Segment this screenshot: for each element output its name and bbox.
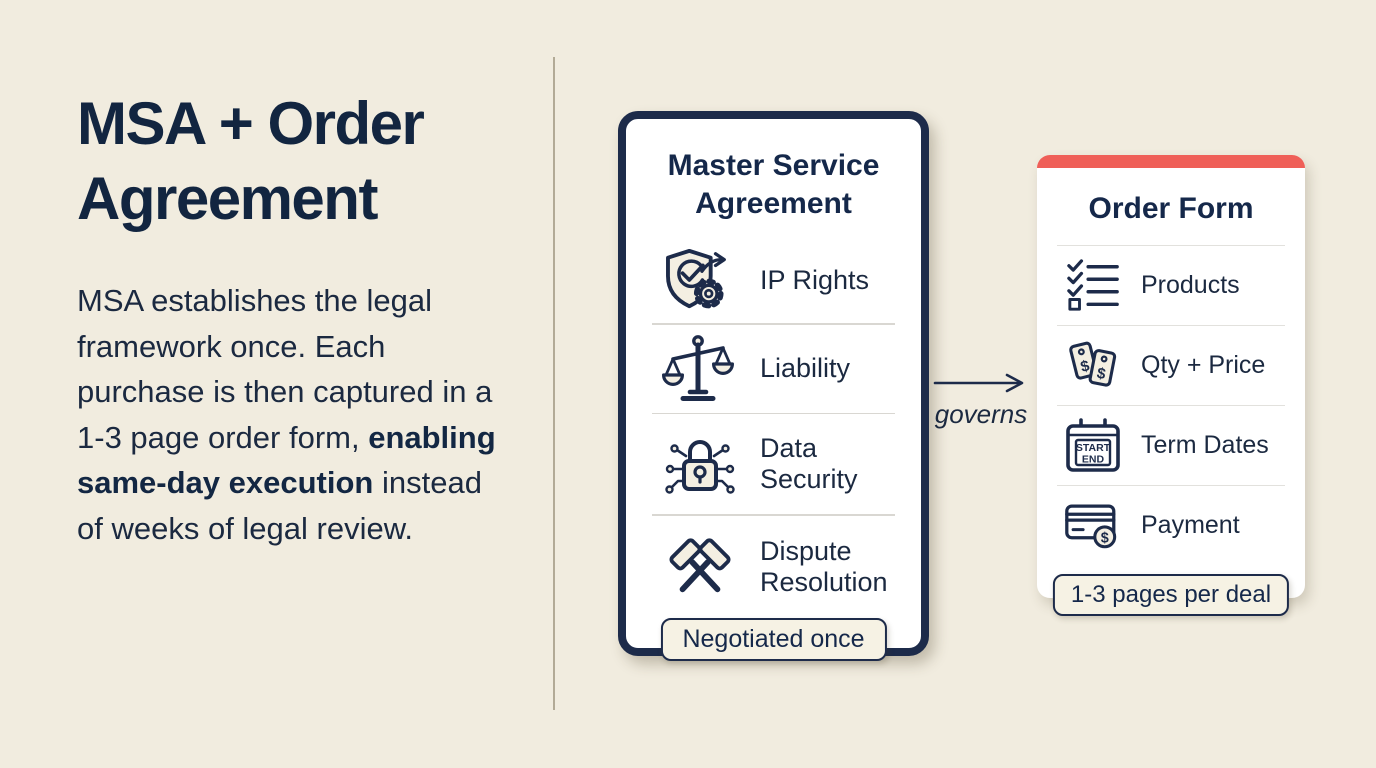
- order-row-divider: [1057, 405, 1285, 406]
- msa-item-label: Dispute Resolution: [760, 535, 888, 597]
- checklist-icon: [1065, 258, 1121, 314]
- shield-check-gear-icon: [660, 247, 740, 313]
- governs-label: governs: [934, 399, 1028, 429]
- order-row-divider: [1057, 245, 1285, 246]
- left-panel: MSA + Order Agreement MSA establishes th…: [77, 86, 517, 551]
- msa-item-label: Liability: [760, 353, 851, 383]
- order-form-card: Order Form Products $: [1037, 155, 1305, 616]
- description-part-1: MSA establishes the legal framework once…: [77, 283, 493, 455]
- msa-row-divider: [652, 412, 895, 414]
- order-item-label: Payment: [1141, 511, 1240, 539]
- order-card-title: Order Form: [1088, 192, 1254, 225]
- governs-arrow-icon: [933, 373, 1024, 393]
- msa-item-list: IP Rights Liability: [626, 237, 921, 618]
- scales-icon: [660, 334, 740, 404]
- credit-card-icon: $: [1065, 500, 1121, 552]
- order-item-products: Products: [1037, 246, 1305, 325]
- calendar-start-text: START: [1076, 442, 1111, 454]
- msa-card-title: Master Service Agreement: [667, 149, 880, 220]
- msa-item-dispute-resolution: Dispute Resolution: [626, 516, 921, 618]
- msa-item-liability: Liability: [626, 325, 921, 413]
- order-item-payment: $ Payment: [1037, 486, 1305, 565]
- msa-item-data-security: Data Security: [626, 414, 921, 514]
- padlock-circuit-icon: [660, 431, 740, 497]
- order-card-accent-bar: [1037, 155, 1305, 168]
- msa-item-label: Data Security: [760, 433, 858, 494]
- calendar-end-text: END: [1082, 453, 1105, 465]
- order-row-divider: [1057, 485, 1285, 486]
- msa-item-ip-rights: IP Rights: [626, 237, 921, 323]
- tag-dollar-text: $: [1095, 364, 1107, 382]
- msa-badge: Negotiated once: [660, 618, 887, 661]
- order-item-label: Products: [1141, 271, 1240, 299]
- order-item-term-dates: START END Term Dates: [1037, 406, 1305, 485]
- description-text: MSA establishes the legal framework once…: [77, 278, 497, 551]
- msa-item-label: IP Rights: [760, 264, 870, 295]
- description-part-2: instead of weeks of legal review.: [77, 465, 482, 546]
- order-item-qty-price: $ $ Qty + Price: [1037, 326, 1305, 405]
- order-row-divider: [1057, 325, 1285, 326]
- msa-row-divider: [652, 514, 895, 516]
- order-item-label: Qty + Price: [1141, 351, 1266, 379]
- crossed-gavels-icon: [660, 535, 740, 599]
- order-badge: 1-3 pages per deal: [1052, 574, 1290, 616]
- msa-row-divider: [652, 323, 895, 325]
- description-bold: enabling same-day execution: [77, 419, 496, 501]
- page-title: MSA + Order Agreement: [77, 90, 425, 232]
- payment-dollar-text: $: [1101, 530, 1109, 546]
- order-item-label: Term Dates: [1141, 431, 1269, 459]
- calendar-icon: START END: [1065, 417, 1121, 474]
- vertical-divider: [553, 57, 555, 710]
- msa-card: Master Service Agreement IP Rights: [618, 111, 929, 661]
- price-tags-icon: $ $: [1065, 336, 1121, 396]
